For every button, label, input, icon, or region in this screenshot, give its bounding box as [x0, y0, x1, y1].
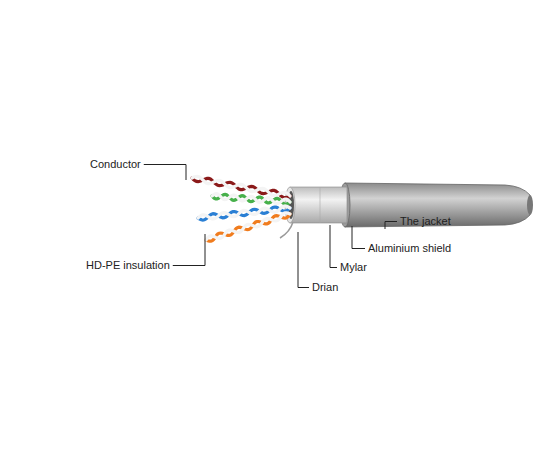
wire-strand: [192, 176, 290, 196]
leader-line: [144, 165, 186, 181]
wire-strand: [206, 213, 290, 240]
wire-strand: [212, 194, 290, 204]
twisted-pairs: [192, 176, 290, 241]
part-label: Conductor: [90, 158, 141, 171]
leader-line: [352, 226, 365, 249]
leader-line: [330, 225, 337, 268]
part-label: Drian: [312, 281, 338, 294]
part-label: The jacket: [400, 215, 451, 228]
leader-line: [298, 232, 309, 288]
drain-wire: [280, 222, 293, 238]
foil-shield: [285, 187, 347, 223]
part-label: Mylar: [340, 261, 367, 274]
cable-jacket: [340, 183, 533, 227]
leader-line: [385, 222, 397, 230]
wire-strand: [212, 194, 290, 204]
part-label: Aluminium shield: [368, 242, 451, 255]
leader-line: [173, 234, 205, 266]
part-label: HD-PE insulation: [86, 259, 170, 272]
